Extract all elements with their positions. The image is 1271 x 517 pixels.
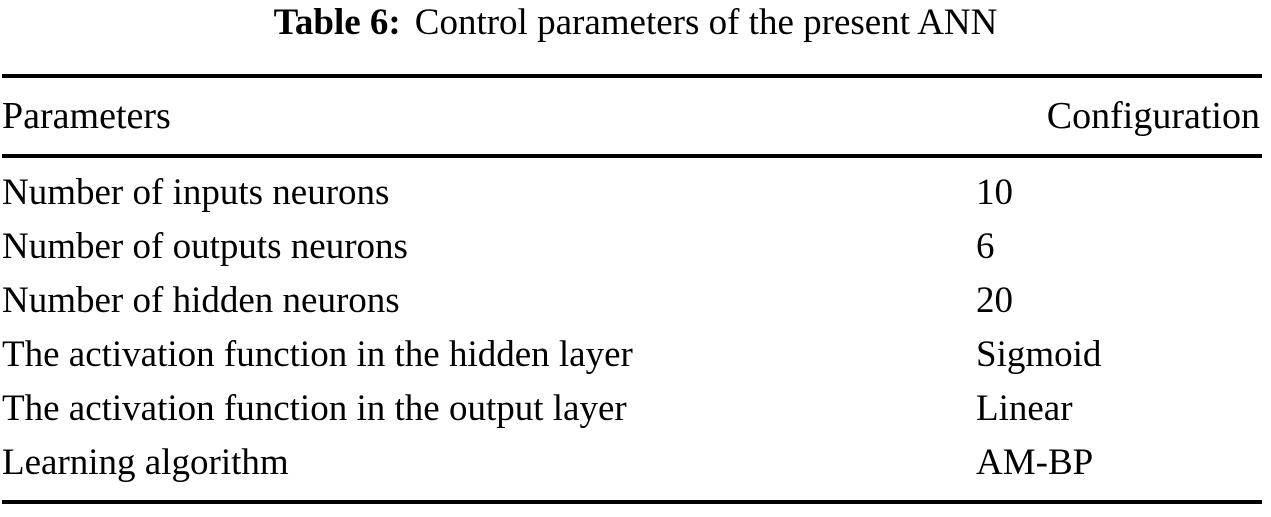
table-caption-text: Control parameters of the present ANN [414,2,998,43]
cell-parameter: Number of inputs neurons [2,172,390,213]
table-caption: Table 6: Control parameters of the presen… [0,0,1271,46]
table-header-row: Parameters Configuration [2,78,1262,154]
table-rule-bottom [2,500,1262,504]
table-row: The activation function in the output la… [2,382,1262,436]
table-rule-header [2,154,1262,158]
cell-configuration: Linear [976,388,1073,429]
table-row: Number of outputs neurons 6 [2,220,1262,274]
cell-parameter: Learning algorithm [2,442,289,483]
table-header-group: Parameters Configuration [2,78,1262,154]
cell-parameter: The activation function in the hidden la… [2,334,633,375]
table-caption-label: Table 6: [273,2,401,43]
table-body-group: Number of inputs neurons 10 Number of ou… [2,166,1262,490]
cell-parameter: Number of outputs neurons [2,226,408,267]
cell-configuration: 20 [976,280,1013,321]
table-rule-top [2,74,1262,78]
table-row: Number of hidden neurons 20 [2,274,1262,328]
table-body-top-spacer [2,158,1262,166]
table-row: Number of inputs neurons 10 [2,166,1262,220]
cell-parameter: Number of hidden neurons [2,280,400,321]
column-header-parameters: Parameters [2,95,171,137]
cell-parameter: The activation function in the output la… [2,388,627,429]
table-body-bottom-spacer [2,490,1262,500]
table-row: The activation function in the hidden la… [2,328,1262,382]
cell-configuration: 10 [976,172,1013,213]
table-row: Learning algorithm AM-BP [2,436,1262,490]
parameters-table: Parameters Configuration Number of input… [2,74,1262,504]
cell-configuration: Sigmoid [976,334,1102,375]
column-header-configuration: Configuration [1046,95,1260,137]
cell-configuration: 6 [976,226,995,267]
cell-configuration: AM-BP [976,442,1094,483]
